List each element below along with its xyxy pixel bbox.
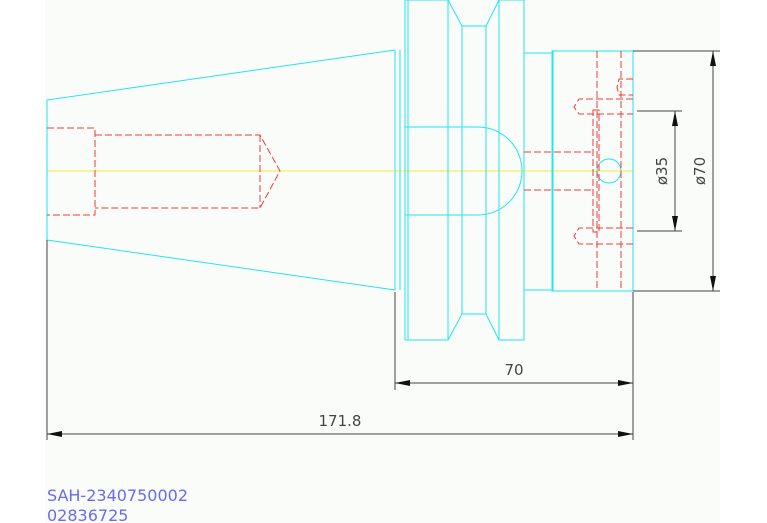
article-number: 02836725 xyxy=(47,506,129,523)
hidden-bore xyxy=(47,51,633,291)
taper-shank xyxy=(46,49,401,291)
flange xyxy=(404,0,525,341)
drawing-sheet xyxy=(45,0,720,523)
body xyxy=(523,50,634,292)
dim-length-total: 171.8 xyxy=(319,412,362,430)
dimensions: 70 171.8 ø35 ø70 xyxy=(46,50,720,440)
dim-length-body: 70 xyxy=(504,361,523,379)
dim-dia-70: ø70 xyxy=(691,157,709,185)
dim-dia-35: ø35 xyxy=(653,157,671,185)
drive-slot xyxy=(405,126,523,216)
part-number: SAH-2340750002 xyxy=(47,486,188,505)
